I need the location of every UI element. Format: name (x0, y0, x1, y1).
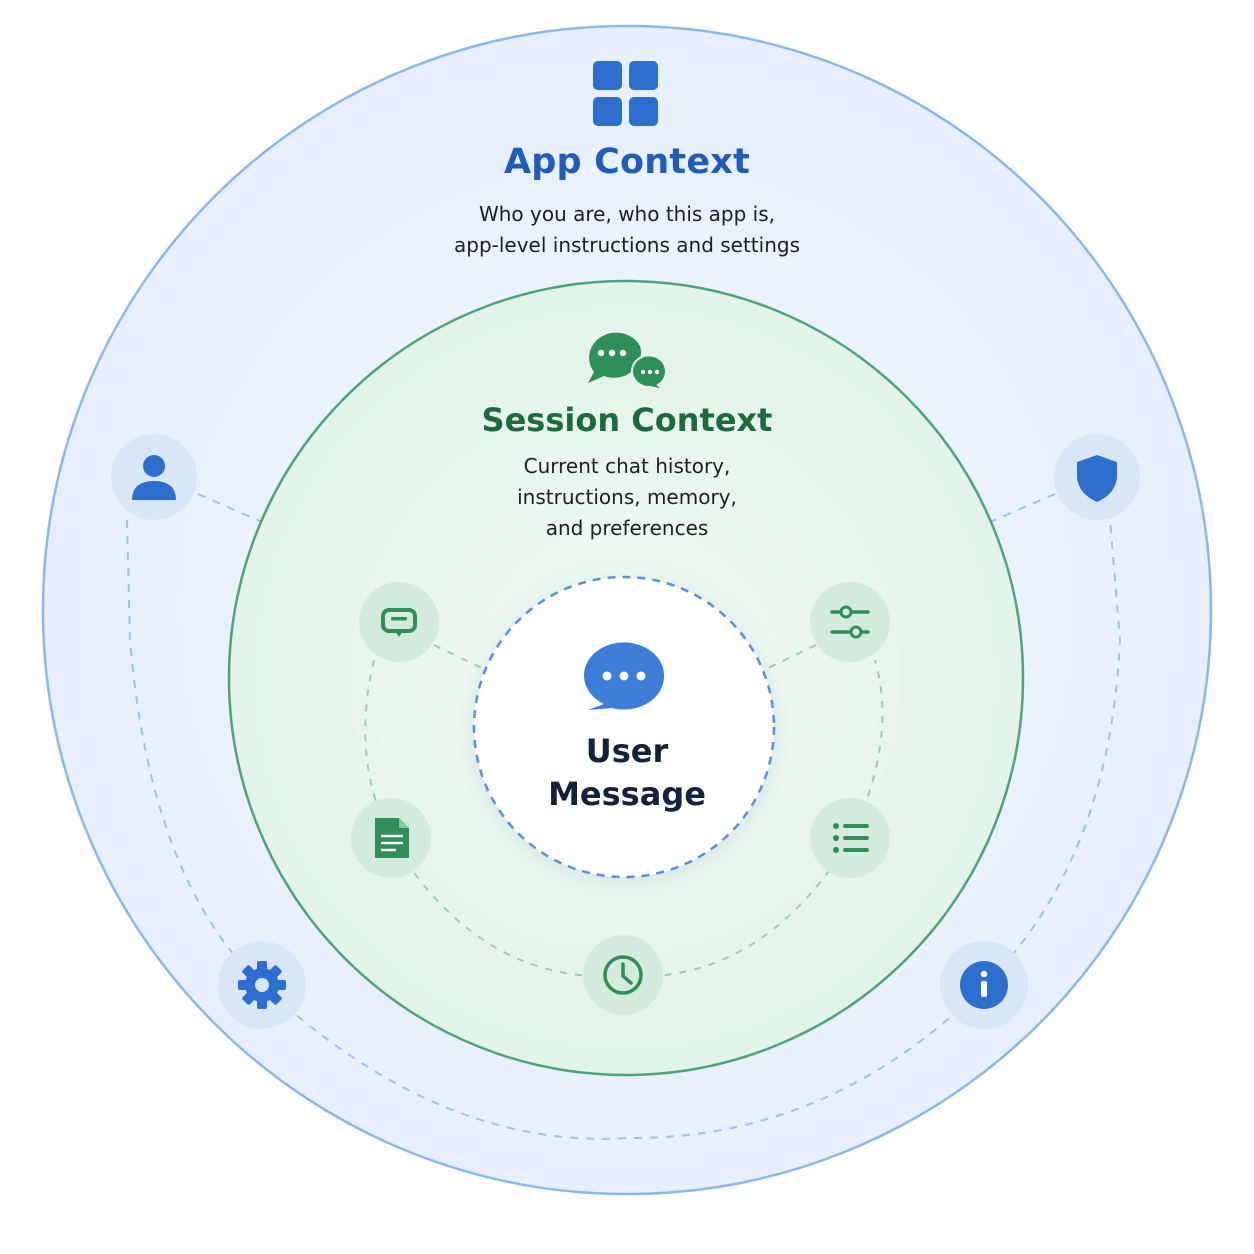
user-message-circle (472, 575, 776, 879)
sliders-icon (810, 582, 890, 662)
list-icon (810, 798, 890, 878)
app-context-description-line-1: Who you are, who this app is, (478, 202, 776, 226)
chat-bubbles-icon (588, 332, 667, 391)
session-connector-chat (433, 644, 491, 673)
app-connector-shield (989, 493, 1056, 523)
session-connector-sliders (759, 644, 817, 673)
gear-icon (218, 941, 306, 1029)
app-connector-user (197, 493, 263, 523)
user-icon (111, 434, 197, 520)
app-context-description-line-2: app-level instructions and settings (454, 233, 800, 257)
user-message-line-2: Message (548, 775, 706, 813)
info-icon (940, 941, 1028, 1029)
session-context-description-line-2: instructions, memory, (517, 485, 737, 509)
user-message-label: User Message (548, 730, 706, 816)
clock-icon (583, 935, 663, 1015)
document-icon (351, 798, 431, 878)
grid-icon (593, 61, 658, 126)
app-context-description: Who you are, who this app is, app-level … (454, 199, 800, 261)
chat-icon (359, 582, 439, 662)
app-context-title: App Context (503, 142, 751, 182)
message-icon (584, 642, 665, 710)
session-context-description: Current chat history, instructions, memo… (517, 451, 737, 544)
session-context-title: Session Context (481, 401, 773, 439)
app-orbit-dashed (126, 519, 1122, 1140)
user-message-line-1: User (585, 732, 669, 770)
session-context-description-line-3: and preferences (545, 516, 709, 540)
session-context-description-line-1: Current chat history, (523, 454, 731, 478)
shield-icon (1054, 434, 1140, 520)
